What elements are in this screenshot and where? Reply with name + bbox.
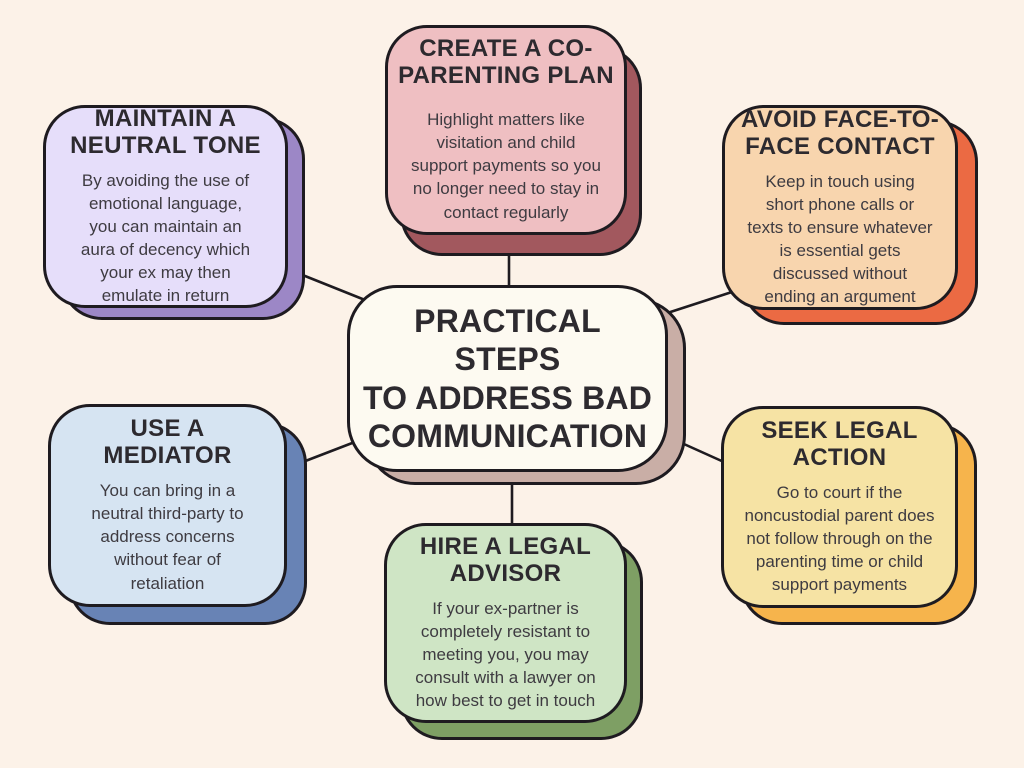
- node-card: CREATE A CO- PARENTING PLAN Highlight ma…: [385, 25, 627, 235]
- center-title: PRACTICAL STEPS TO ADDRESS BAD COMMUNICA…: [362, 302, 653, 454]
- node-card: HIRE A LEGAL ADVISOR If your ex-partner …: [384, 523, 627, 723]
- node-body: Keep in touch using short phone calls or…: [747, 171, 933, 307]
- node-maintain-a-neutral-tone: MAINTAIN A NEUTRAL TONE By avoiding the …: [43, 105, 305, 320]
- node-title: AVOID FACE-TO- FACE CONTACT: [741, 105, 939, 160]
- node-body: By avoiding the use of emotional languag…: [80, 170, 251, 306]
- center-node-card: PRACTICAL STEPS TO ADDRESS BAD COMMUNICA…: [347, 285, 668, 472]
- node-card: MAINTAIN A NEUTRAL TONE By avoiding the …: [43, 105, 288, 308]
- node-title: MAINTAIN A NEUTRAL TONE: [70, 104, 261, 159]
- node-seek-legal-action: SEEK LEGAL ACTION Go to court if the non…: [721, 406, 977, 625]
- node-card: AVOID FACE-TO- FACE CONTACT Keep in touc…: [722, 105, 958, 310]
- node-card: SEEK LEGAL ACTION Go to court if the non…: [721, 406, 958, 608]
- node-body: Highlight matters like visitation and ch…: [411, 110, 601, 222]
- node-body: You can bring in a neutral third-party t…: [91, 481, 244, 593]
- node-body: If your ex-partner is completely resista…: [415, 598, 596, 711]
- node-create-a-co-parenting-plan: CREATE A CO- PARENTING PLAN Highlight ma…: [385, 25, 642, 256]
- node-use-a-mediator: USE A MEDIATOR You can bring in a neutra…: [48, 404, 307, 625]
- node-card: USE A MEDIATOR You can bring in a neutra…: [48, 404, 287, 607]
- center-node: PRACTICAL STEPS TO ADDRESS BAD COMMUNICA…: [347, 285, 686, 485]
- node-title: USE A MEDIATOR: [103, 415, 232, 470]
- node-avoid-face-to-face-contact: AVOID FACE-TO- FACE CONTACT Keep in touc…: [722, 105, 978, 325]
- node-title: CREATE A CO- PARENTING PLAN: [398, 35, 614, 90]
- node-body: Go to court if the noncustodial parent d…: [744, 482, 935, 595]
- node-title: SEEK LEGAL ACTION: [761, 416, 918, 471]
- node-hire-a-legal-advisor: HIRE A LEGAL ADVISOR If your ex-partner …: [384, 523, 643, 740]
- node-title: HIRE A LEGAL ADVISOR: [419, 532, 592, 587]
